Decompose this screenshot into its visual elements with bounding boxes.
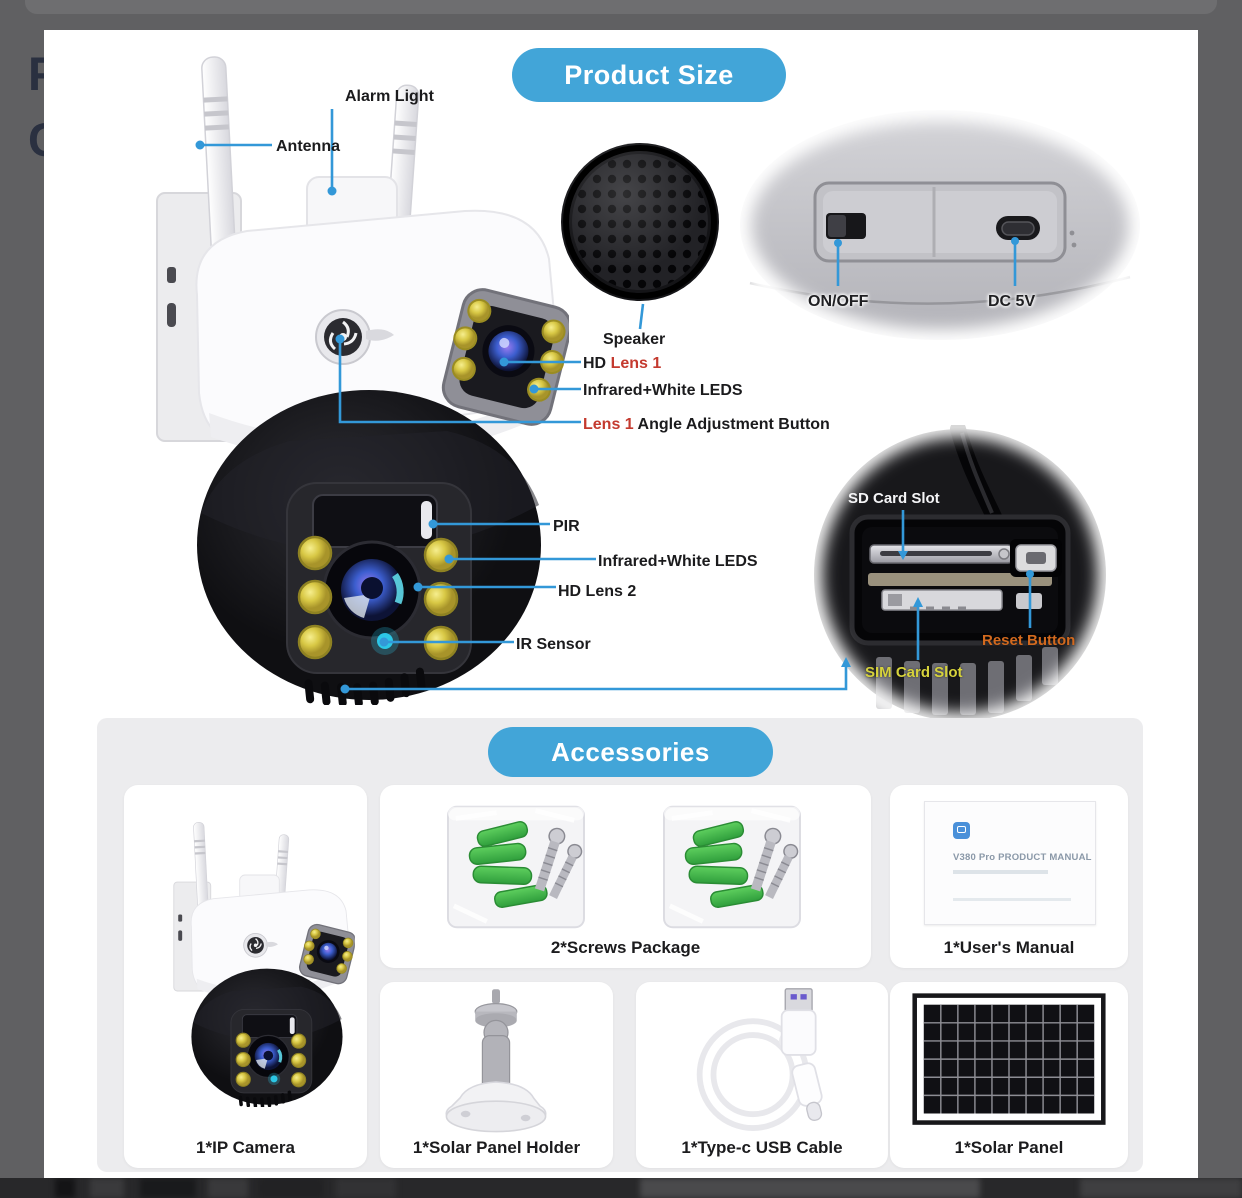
product-size-badge-label: Product Size: [564, 59, 734, 90]
label-reset-button: Reset Button: [982, 632, 1076, 649]
card-slots-photo: [810, 425, 1110, 725]
label-infrared-leds-bottom: Infrared+White LEDS: [598, 553, 758, 570]
accessory-card-holder: 1*Solar Panel Holder: [380, 982, 613, 1168]
screws-bag-image: [652, 799, 812, 935]
label-ir-sensor: IR Sensor: [516, 636, 591, 653]
accessory-label: 1*Type-c USB Cable: [681, 1137, 843, 1157]
usb-cable-image: [676, 987, 848, 1139]
callout-lines: [195, 109, 1034, 694]
speaker-photo: [561, 143, 719, 301]
v380-app-icon: [953, 822, 970, 839]
screws-bag-image: [436, 799, 596, 935]
accessory-card-screws: 2*Screws Package: [380, 785, 871, 968]
product-infographic-panel: Product Size: [44, 30, 1198, 1178]
accessories-badge: Accessories: [488, 727, 773, 777]
accessory-label: 1*Solar Panel Holder: [412, 1137, 581, 1157]
top-rounded-bar: [25, 0, 1217, 14]
label-infrared-leds-top: Infrared+White LEDS: [583, 382, 743, 399]
label-antenna: Antenna: [276, 138, 340, 155]
solar-panel-holder-image: [426, 986, 566, 1138]
label-alarm-light: Alarm Light: [345, 88, 434, 105]
manual-subtitle-line: [953, 870, 1048, 874]
accessory-card-manual: V380 Pro PRODUCT MANUAL 1*User's Manual: [890, 785, 1128, 968]
accessory-card-usb-cable: 1*Type-c USB Cable: [636, 982, 888, 1168]
label-speaker: Speaker: [603, 331, 666, 348]
accessories-badge-label: Accessories: [551, 736, 710, 767]
accessory-label: 1*Solar Panel: [954, 1137, 1064, 1157]
manual-footer-line: [953, 898, 1071, 901]
bottom-thumbnail-strip: [0, 1178, 1242, 1198]
accessory-card-ip-camera: 1*IP Camera: [124, 785, 367, 1168]
label-sim-card-slot: SIM Card Slot: [865, 664, 963, 681]
label-hd-lens2: HD Lens 2: [558, 583, 637, 600]
accessory-label: 1*User's Manual: [943, 937, 1075, 957]
user-manual-image: V380 Pro PRODUCT MANUAL: [924, 801, 1096, 925]
label-lens1-angle: Lens 1 Angle Adjustment Button: [583, 416, 830, 433]
solar-panel-image: [909, 992, 1109, 1128]
label-sd-card-slot: SD Card Slot: [848, 490, 940, 507]
power-ports-photo: [723, 95, 1157, 355]
label-on-off: ON/OFF: [808, 293, 869, 310]
label-hd-lens1: HD Lens 1: [583, 355, 662, 372]
ip-camera-image: [135, 817, 355, 1107]
label-dc-5v: DC 5V: [988, 293, 1036, 310]
product-size-badge: Product Size: [512, 48, 786, 102]
accessory-label: 2*Screws Package: [550, 937, 701, 957]
manual-title: V380 Pro PRODUCT MANUAL: [953, 852, 1092, 863]
accessory-label: 1*IP Camera: [196, 1137, 295, 1157]
label-pir: PIR: [553, 518, 580, 535]
accessory-card-solar-panel: 1*Solar Panel: [890, 982, 1128, 1168]
